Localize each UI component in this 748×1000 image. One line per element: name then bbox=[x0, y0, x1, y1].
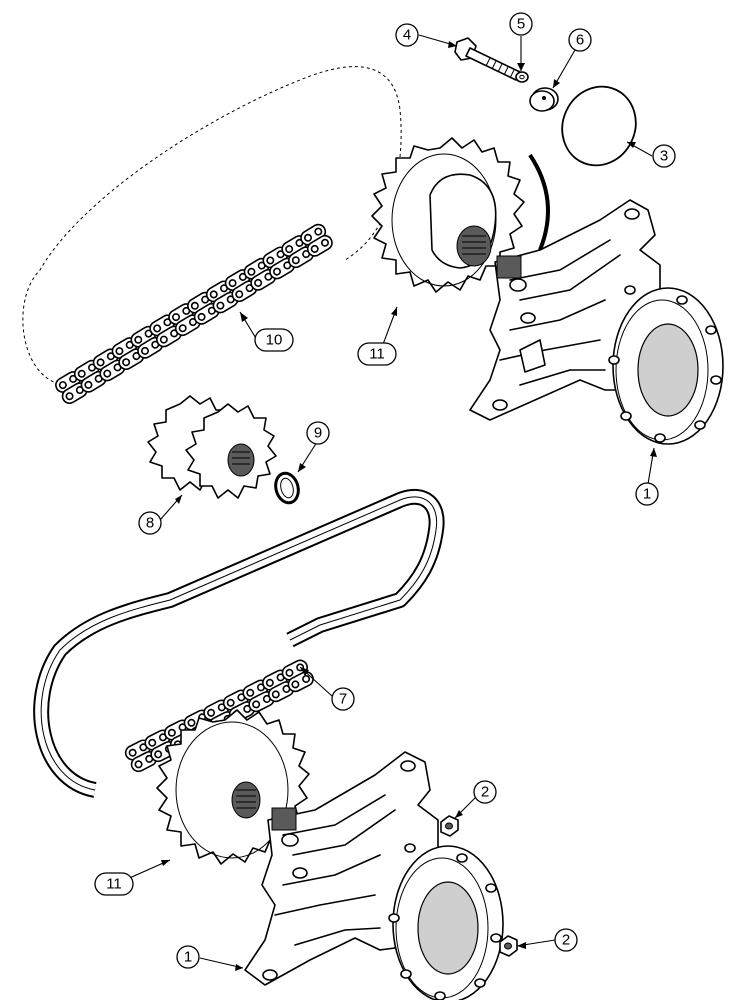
callout-3: 3 bbox=[652, 144, 676, 168]
svg-text:11: 11 bbox=[369, 346, 385, 363]
callout-6: 6 bbox=[568, 28, 592, 52]
svg-text:3: 3 bbox=[660, 148, 668, 165]
svg-text:11: 11 bbox=[106, 876, 122, 893]
callout-9: 9 bbox=[306, 421, 330, 445]
callout-1-upper: 1 bbox=[635, 482, 659, 506]
svg-text:2: 2 bbox=[481, 784, 489, 801]
upper-chain-10 bbox=[22, 66, 402, 407]
svg-text:2: 2 bbox=[562, 932, 570, 949]
callout-11-upper: 11 bbox=[357, 342, 397, 366]
lower-axle-housing-1 bbox=[244, 751, 504, 1000]
nut-2-lower bbox=[499, 935, 518, 957]
svg-text:9: 9 bbox=[314, 425, 322, 442]
washer-plate-6 bbox=[529, 87, 559, 112]
double-sprocket-8 bbox=[147, 395, 277, 499]
callout-1-lower: 1 bbox=[176, 945, 200, 969]
leader-lines bbox=[124, 34, 657, 971]
svg-text:4: 4 bbox=[403, 27, 411, 44]
callout-7: 7 bbox=[331, 687, 355, 711]
bolt-4 bbox=[454, 37, 521, 81]
callout-4: 4 bbox=[395, 23, 419, 47]
nut-2-upper bbox=[440, 815, 459, 837]
snap-ring-9 bbox=[274, 471, 300, 505]
svg-text:1: 1 bbox=[184, 949, 192, 966]
callout-10: 10 bbox=[254, 328, 294, 352]
upper-axle-housing-1 bbox=[469, 199, 724, 445]
svg-text:10: 10 bbox=[266, 332, 283, 349]
lock-washer-5 bbox=[515, 71, 529, 83]
o-ring-3 bbox=[528, 85, 637, 251]
svg-text:6: 6 bbox=[576, 32, 584, 49]
callout-8: 8 bbox=[138, 511, 162, 535]
svg-text:8: 8 bbox=[146, 515, 154, 532]
lower-chain-7 bbox=[33, 488, 445, 798]
callout-2-upper: 2 bbox=[473, 780, 497, 804]
svg-text:7: 7 bbox=[339, 691, 347, 708]
callout-2-lower: 2 bbox=[554, 928, 578, 952]
upper-sprocket-11 bbox=[371, 137, 525, 293]
callout-5: 5 bbox=[509, 12, 533, 36]
svg-text:5: 5 bbox=[517, 16, 525, 33]
svg-text:1: 1 bbox=[643, 486, 651, 503]
callout-11-lower: 11 bbox=[94, 872, 134, 896]
